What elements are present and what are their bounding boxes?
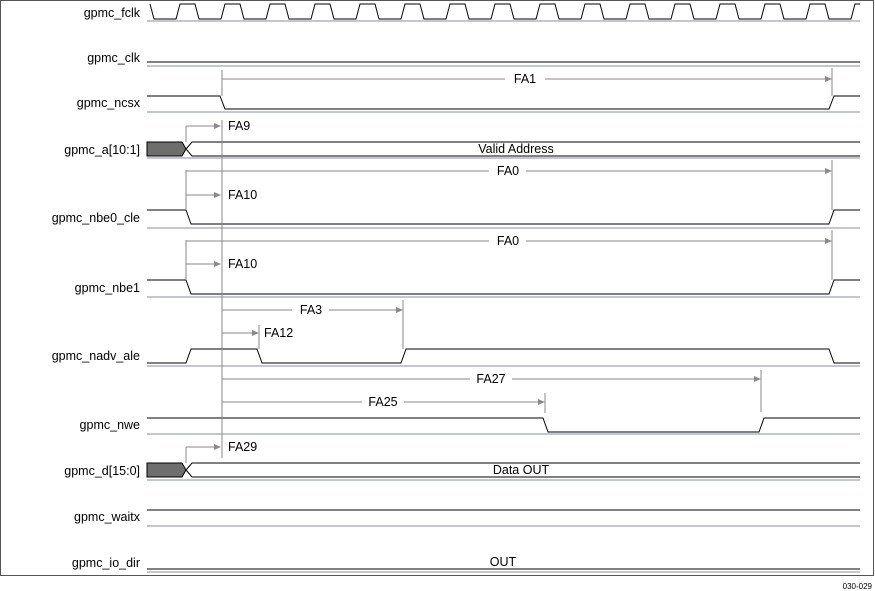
signal-labels: gpmc_fclk gpmc_clk gpmc_ncsx gpmc_a[10:1… xyxy=(52,6,141,570)
marker-fa3: FA3 xyxy=(222,300,404,349)
label-gpmc-nbe1: gpmc_nbe1 xyxy=(75,281,140,295)
label-fa10-nbe1: FA10 xyxy=(228,257,257,271)
marker-fa0-nbe1: FA0 xyxy=(185,230,833,280)
label-fa10-nbe0: FA10 xyxy=(228,188,257,202)
bus-gpmc-io-dir: OUT xyxy=(147,555,860,570)
label-gpmc-nwe: gpmc_nwe xyxy=(80,418,140,432)
baselines xyxy=(147,20,860,573)
label-fa0-nbe1: FA0 xyxy=(497,234,519,248)
marker-fa10-nbe0: FA10 xyxy=(186,188,257,202)
label-fa1: FA1 xyxy=(514,72,536,86)
label-fa0-nbe0: FA0 xyxy=(497,164,519,178)
label-gpmc-io-dir: gpmc_io_dir xyxy=(72,556,140,570)
bus-gpmc-d: Data OUT xyxy=(146,462,860,478)
marker-fa25: FA25 xyxy=(222,393,546,413)
bus-gpmc-a: Valid Address xyxy=(146,141,860,157)
bus-gpmc-d-invalid xyxy=(146,462,187,478)
marker-fa9: FA9 xyxy=(185,119,250,142)
label-fa29: FA29 xyxy=(228,440,257,454)
label-fa27: FA27 xyxy=(476,372,505,386)
label-gpmc-d: gpmc_d[15:0] xyxy=(64,464,140,478)
label-fa25: FA25 xyxy=(368,395,397,409)
label-gpmc-a: gpmc_a[10:1] xyxy=(64,143,140,157)
wave-gpmc-nbe1 xyxy=(147,279,860,295)
figure-id: 030-029 xyxy=(843,582,873,591)
label-fa12: FA12 xyxy=(264,326,293,340)
wave-gpmc-ncsx xyxy=(147,95,860,110)
marker-fa0-nbe0: FA0 xyxy=(185,160,833,210)
wave-gpmc-nadv-ale xyxy=(147,348,860,364)
marker-fa12: FA12 xyxy=(222,325,293,349)
label-gpmc-clk: gpmc_clk xyxy=(87,51,141,65)
label-fa3: FA3 xyxy=(300,303,322,317)
marker-fa27: FA27 xyxy=(222,370,762,412)
timing-markers: FA1 FA9 FA0 FA10 xyxy=(185,68,833,463)
label-gpmc-nadv-ale: gpmc_nadv_ale xyxy=(52,349,140,363)
label-gpmc-nbe0-cle: gpmc_nbe0_cle xyxy=(52,211,140,225)
label-gpmc-fclk: gpmc_fclk xyxy=(84,6,141,20)
bus-gpmc-a-value: Valid Address xyxy=(478,142,554,156)
label-gpmc-ncsx: gpmc_ncsx xyxy=(77,96,141,110)
marker-fa10-nbe1: FA10 xyxy=(186,257,257,271)
bus-gpmc-d-value: Data OUT xyxy=(493,463,550,477)
bus-gpmc-a-invalid xyxy=(146,141,187,157)
wave-gpmc-nwe xyxy=(147,417,860,433)
label-fa9: FA9 xyxy=(228,119,250,133)
bus-gpmc-io-dir-value: OUT xyxy=(490,555,517,569)
marker-fa1: FA1 xyxy=(221,68,833,96)
label-gpmc-waitx: gpmc_waitx xyxy=(74,510,141,524)
wave-gpmc-fclk xyxy=(149,3,860,20)
marker-fa29: FA29 xyxy=(185,440,257,463)
diagram-frame xyxy=(0,0,874,576)
wave-gpmc-nbe0-cle xyxy=(147,209,860,225)
